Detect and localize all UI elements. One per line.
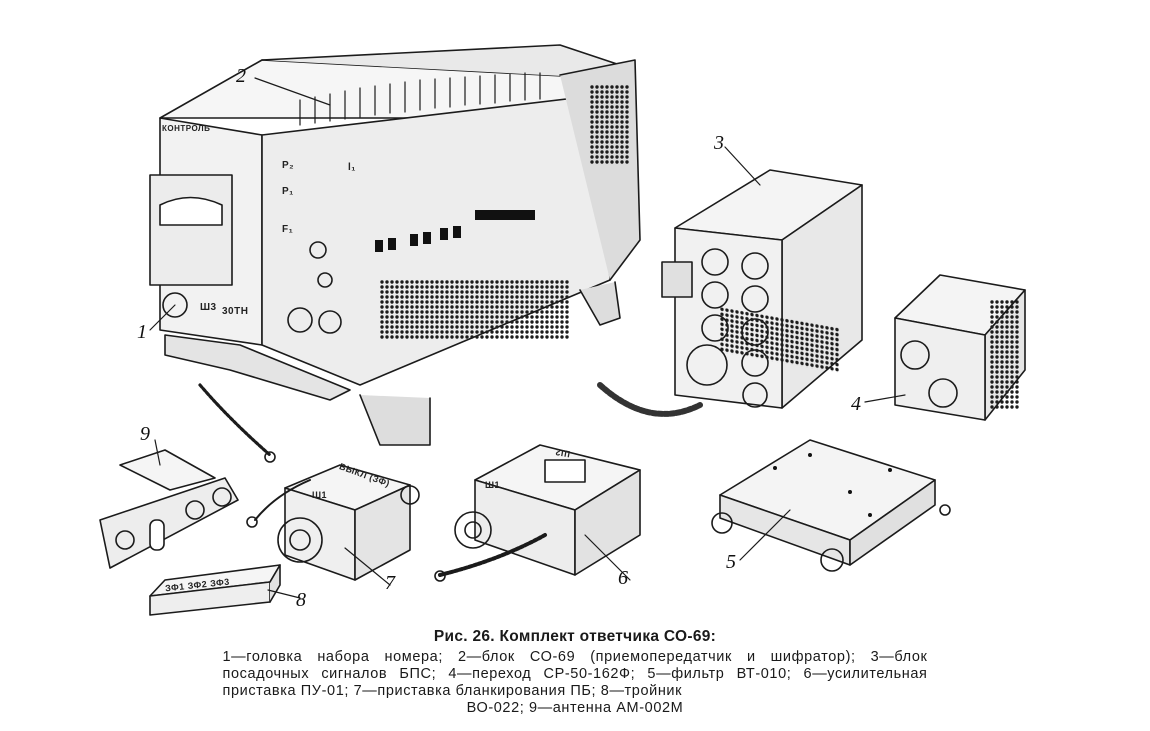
unit-8-tee (149, 564, 281, 616)
label-5: 5 (726, 551, 736, 573)
stamp-p1: Р₁ (282, 186, 294, 197)
caption-body: 1—головка набора номера; 2—блок СО-69 (п… (223, 649, 928, 717)
unit-9-antenna (99, 449, 239, 569)
figure-illustration: 2 1 3 4 5 6 7 8 9 КОНТРОЛЬ Ш3 30ТН Р₂ Р₁… (99, 44, 1026, 616)
stamp-zotn: 30ТН (222, 306, 249, 317)
label-4: 4 (851, 393, 861, 415)
unit-2-main-block (149, 44, 641, 463)
unit-4-adapter (894, 274, 1026, 421)
stamp-p2: Р₂ (282, 160, 295, 171)
label-3: 3 (714, 132, 724, 154)
stamp-f1: F₁ (282, 224, 294, 235)
stamp-sh1-unit6: Ш1 (485, 480, 501, 490)
label-1: 1 (137, 321, 147, 343)
stamp-kontrol: КОНТРОЛЬ (162, 124, 211, 133)
unit-6-amplifier (434, 444, 641, 582)
label-2: 2 (236, 65, 246, 87)
label-7: 7 (385, 572, 395, 594)
caption-title: Рис. 26. Комплект ответчика СО-69: (433, 628, 717, 645)
unit-7-blanking (246, 464, 420, 581)
stamp-sh3: Ш3 (200, 302, 217, 313)
unit-3-bps-block (597, 169, 863, 417)
leader-lines (149, 77, 906, 599)
caption-line-1: 1—головка набора номера; 2—блок СО-69 (п… (222, 649, 928, 699)
equipment-drawing (99, 44, 1026, 616)
unit-5-filter (711, 439, 951, 572)
stamp-l1: l₁ (348, 162, 356, 173)
figure-caption: Рис. 26. Комплект ответчика СО-69: 1—гол… (0, 628, 1150, 717)
label-9: 9 (140, 423, 150, 445)
label-6: 6 (618, 567, 628, 589)
caption-line-2: ВО-022; 9—антенна АМ-002М (466, 700, 684, 716)
stamp-sh1-unit7: Ш1 (312, 490, 328, 500)
label-8: 8 (296, 589, 306, 611)
